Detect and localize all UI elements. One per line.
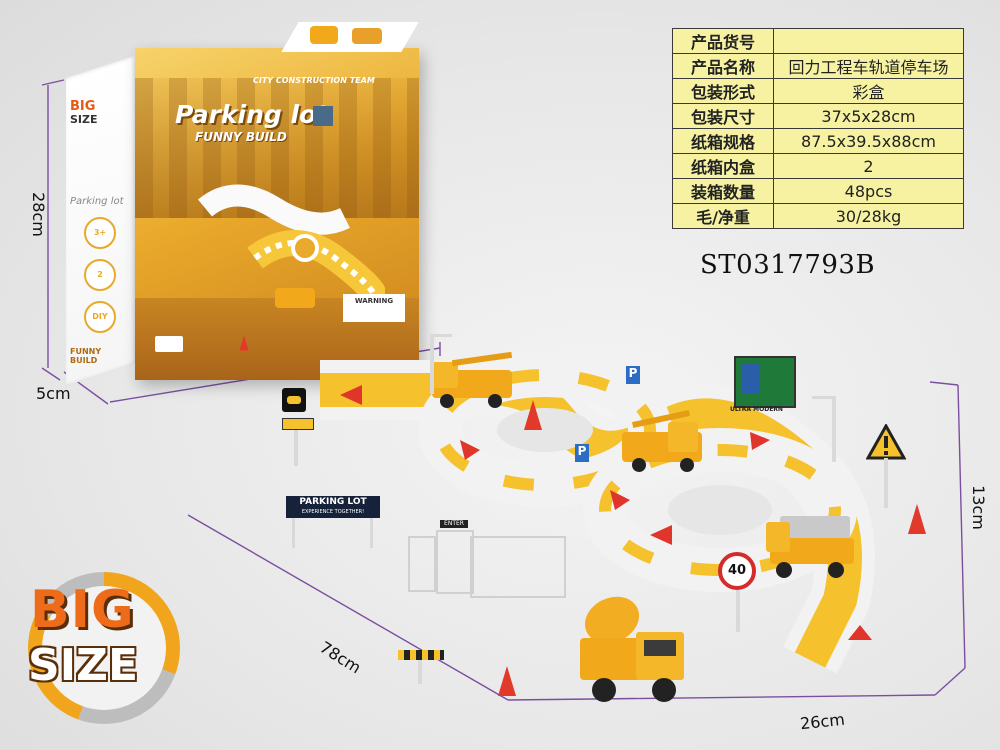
highway-sign bbox=[734, 356, 796, 408]
logo-size-text: SIZE bbox=[28, 640, 139, 691]
spec-key: 装箱数量 bbox=[672, 178, 774, 204]
box-track-illustration bbox=[197, 184, 385, 302]
box-top-tab bbox=[281, 22, 419, 52]
city-skyline-art bbox=[135, 78, 419, 218]
sign-frame-small bbox=[408, 536, 436, 592]
spec-key: 纸箱规格 bbox=[672, 128, 774, 154]
dump-truck bbox=[766, 508, 858, 578]
traffic-cone-3 bbox=[498, 666, 516, 696]
highway-sign-label: ULTRA MODERN bbox=[730, 406, 783, 413]
spec-value: 48pcs bbox=[773, 178, 964, 204]
sign-frame-enter bbox=[436, 530, 474, 594]
crane-truck bbox=[432, 351, 520, 408]
parking-sign-mid: P bbox=[575, 444, 589, 462]
spec-key: 产品货号 bbox=[672, 28, 774, 54]
mixer-truck bbox=[574, 588, 694, 710]
parking-sign-top: P bbox=[626, 366, 640, 384]
box-team-label: CITY CONSTRUCTION TEAM bbox=[253, 76, 375, 85]
parking-lot-subtext: EXPERIENCE TOGETHER! bbox=[301, 509, 365, 515]
warning-triangle-icon bbox=[866, 424, 906, 460]
traffic-cone-2 bbox=[908, 504, 926, 534]
box-depth-label: 5cm bbox=[36, 384, 71, 403]
enter-sign: ENTER bbox=[440, 520, 468, 528]
diy-badge: DIY bbox=[84, 301, 116, 333]
chevron-sign bbox=[282, 418, 314, 430]
warning-text: WARNING bbox=[354, 297, 394, 305]
box-cone bbox=[239, 335, 249, 351]
side-big-label: BIG bbox=[70, 99, 96, 114]
parking-lot-sign: PARKING LOT EXPERIENCE TOGETHER! bbox=[286, 496, 380, 518]
road-barrier bbox=[398, 650, 444, 660]
box-sign-illustration bbox=[313, 106, 333, 126]
parking-lot-text: PARKING LOT bbox=[299, 497, 367, 507]
side-footer: FUNNY BUILD bbox=[70, 347, 102, 365]
count-badge: 2 bbox=[84, 259, 116, 291]
lamp-post-right bbox=[832, 396, 836, 462]
crane-truck-center bbox=[622, 410, 708, 472]
spec-value: 30/28kg bbox=[773, 203, 964, 229]
car-sign-icon bbox=[282, 388, 306, 412]
spec-key: 毛/净重 bbox=[672, 203, 774, 229]
lamp-post-left bbox=[430, 334, 434, 394]
logo-big-text: BIG bbox=[30, 580, 135, 640]
box-subtitle: FUNNY BUILD bbox=[195, 130, 287, 144]
spec-row: 产品货号 bbox=[672, 28, 964, 54]
truck-count-badge bbox=[155, 336, 183, 352]
spec-value: 37x5x28cm bbox=[773, 103, 964, 129]
box-height-label: 28cm bbox=[28, 192, 48, 237]
sign-frame-wide bbox=[470, 536, 566, 598]
side-title: Parking lot bbox=[70, 196, 124, 207]
traffic-cone-1 bbox=[524, 400, 542, 430]
speed-limit-sign: 40 bbox=[718, 552, 756, 590]
age-badge: 3+ bbox=[84, 217, 116, 249]
sku-code: ST0317793B bbox=[700, 250, 876, 280]
box-side-content: BIG SIZE Parking lot 3+ 2 DIY FUNNY BUIL… bbox=[70, 100, 130, 365]
box-front-panel: CITY CONSTRUCTION TEAM Parking lot FUNNY… bbox=[135, 48, 419, 380]
box-top-truck-1 bbox=[310, 26, 338, 44]
box-top-truck-2 bbox=[352, 28, 382, 44]
box-mixer-truck bbox=[275, 288, 315, 308]
box-title: Parking lot bbox=[175, 100, 329, 129]
big-size-ring bbox=[28, 572, 180, 724]
spec-key: 纸箱内盒 bbox=[672, 153, 774, 179]
warning-label: WARNING bbox=[343, 294, 405, 322]
spec-row: 产品名称回力工程车轨道停车场 bbox=[672, 53, 964, 79]
playset-height-label: 13cm bbox=[968, 485, 988, 530]
side-size-label: SIZE bbox=[70, 113, 98, 126]
